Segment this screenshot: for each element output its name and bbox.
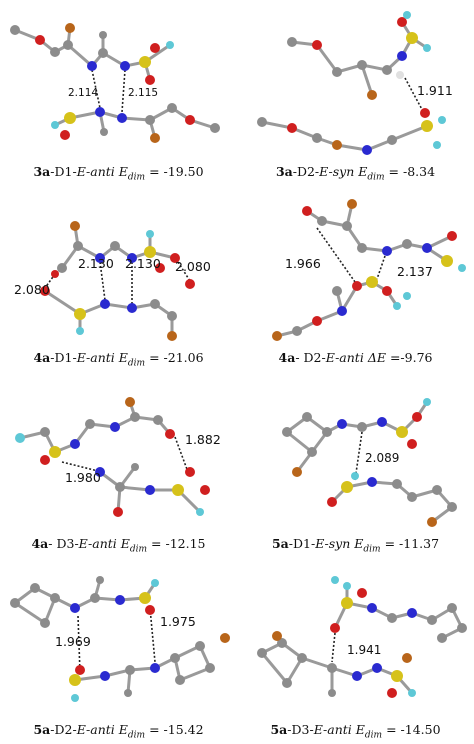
distance-label: 1.911 (417, 83, 453, 98)
hydrogen-bond-lines (331, 632, 336, 663)
distance-label: 1.882 (185, 432, 221, 447)
distance-label: 2.080 (14, 282, 50, 297)
panel-5a-d1: 2.089 5a-D1-E-syn Edim = -11.37 (237, 372, 474, 558)
distance-label: 2.089 (365, 451, 399, 465)
hydrogen-bond-lines (354, 431, 363, 481)
hydrogen-bond-lines (91, 69, 126, 113)
caption: 5a-D2-E-anti Edim = -15.42 (33, 722, 204, 741)
molecule-4a-d3: 1.882 1.980 (15, 397, 221, 517)
distance-label: 2.114 (68, 87, 98, 99)
caption: 4a-D1-E-anti Edim = -21.06 (33, 350, 204, 369)
distance-label: 2.115 (128, 87, 158, 99)
molecule-3a-d1: 2.114 2.115 (10, 23, 220, 143)
panel-5a-d3: 1.941 5a-D3-E-anti Edim = -14.50 (237, 558, 474, 744)
caption: 3a-D2-E-syn Edim = -8.34 (275, 164, 436, 183)
molecule-5a-d2: 1.969 1.975 (10, 576, 230, 702)
distance-label: 1.969 (55, 634, 91, 649)
caption: 4a- D2-E-anti ΔE =-9.76 (278, 350, 433, 365)
panel-4a-d2: 1.966 2.137 4a- D2-E-anti ΔE =-9.76 (237, 186, 474, 372)
distance-label: 2.080 (175, 259, 211, 274)
panel-3a-d1: 2.114 2.115 3a-D1-E-anti Edim = -19.50 (0, 0, 237, 186)
distance-label: 1.980 (65, 470, 101, 485)
distance-label: 1.966 (285, 256, 321, 271)
panel-4a-d3: 1.882 1.980 4a- D3-E-anti Edim = -12.15 (0, 372, 237, 558)
panel-4a-d1: 2.130 2.130 2.080 2.080 4a-D1-E-anti Edi… (0, 186, 237, 372)
caption: 5a-D3-E-anti Edim = -14.50 (270, 722, 441, 741)
caption: 5a-D1-E-syn Edim = -11.37 (271, 536, 440, 555)
molecule-5a-d3: 1.941 (257, 576, 467, 698)
hydrogen-bond-lines (316, 227, 386, 283)
molecule-4a-d2: 1.966 2.137 (272, 199, 466, 341)
distance-label: 2.137 (397, 264, 433, 279)
molecule-4a-d1: 2.130 2.130 2.080 2.080 (14, 221, 211, 341)
molecule-5a-d1: 2.089 (282, 398, 457, 527)
caption: 3a-D1-E-anti Edim = -19.50 (33, 164, 204, 183)
hydrogen-bond-lines (404, 77, 426, 116)
hydrogen-bond-lines (77, 607, 156, 674)
molecule-3a-d2: 1.911 (257, 11, 453, 155)
hydrogen-bond-lines (61, 436, 189, 473)
distance-label: 2.130 (78, 256, 114, 271)
hydrogen-bond-lines (44, 261, 191, 304)
panel-3a-d2: 1.911 3a-D2-E-syn Edim = -8.34 (237, 0, 474, 186)
caption: 4a- D3-E-anti Edim = -12.15 (31, 536, 206, 555)
distance-label: 2.130 (125, 256, 161, 271)
panel-5a-d2: 1.969 1.975 5a-D2-E-anti Edim = -15.42 (0, 558, 237, 744)
distance-label: 1.975 (160, 614, 196, 629)
distance-label: 1.941 (347, 643, 381, 657)
